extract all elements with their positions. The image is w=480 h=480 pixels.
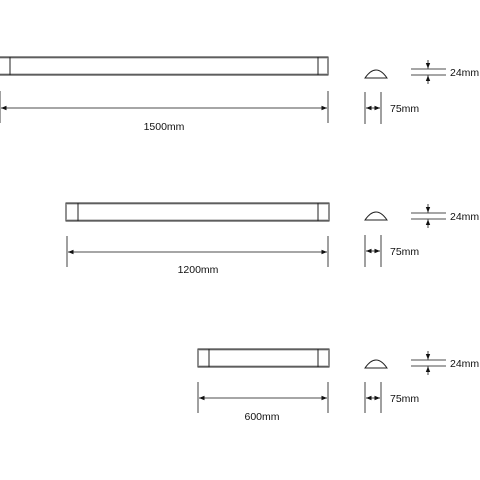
length-dimension-line bbox=[197, 382, 329, 413]
fixture-1200: 1200mm 75mm 24mm bbox=[65, 202, 479, 276]
cross-section-profile bbox=[364, 211, 388, 221]
height-label: 24mm bbox=[450, 67, 479, 79]
width-label: 75mm bbox=[390, 246, 419, 258]
cross-section-profile bbox=[364, 359, 388, 369]
length-dimension-line bbox=[66, 236, 329, 267]
height-label: 24mm bbox=[450, 211, 479, 223]
fixture-body bbox=[197, 348, 330, 368]
fixture-1500: 1500mm 75mm 24mm bbox=[0, 56, 479, 133]
width-label: 75mm bbox=[390, 103, 419, 115]
cross-section-profile bbox=[364, 69, 388, 79]
height-label: 24mm bbox=[450, 358, 479, 370]
length-label: 1200mm bbox=[178, 264, 219, 276]
height-dimension-line bbox=[411, 204, 446, 228]
fixture-body bbox=[65, 202, 330, 222]
width-dimension-line bbox=[364, 235, 382, 267]
fixture-body bbox=[0, 56, 329, 76]
fixture-600: 600mm 75mm 24mm bbox=[197, 348, 479, 423]
length-label: 600mm bbox=[244, 411, 279, 423]
width-label: 75mm bbox=[390, 393, 419, 405]
height-dimension-line bbox=[411, 351, 446, 375]
length-label: 1500mm bbox=[144, 121, 185, 133]
width-dimension-line bbox=[364, 92, 382, 124]
width-dimension-line bbox=[364, 382, 382, 413]
height-dimension-line bbox=[411, 60, 446, 84]
length-dimension-line bbox=[0, 91, 329, 123]
